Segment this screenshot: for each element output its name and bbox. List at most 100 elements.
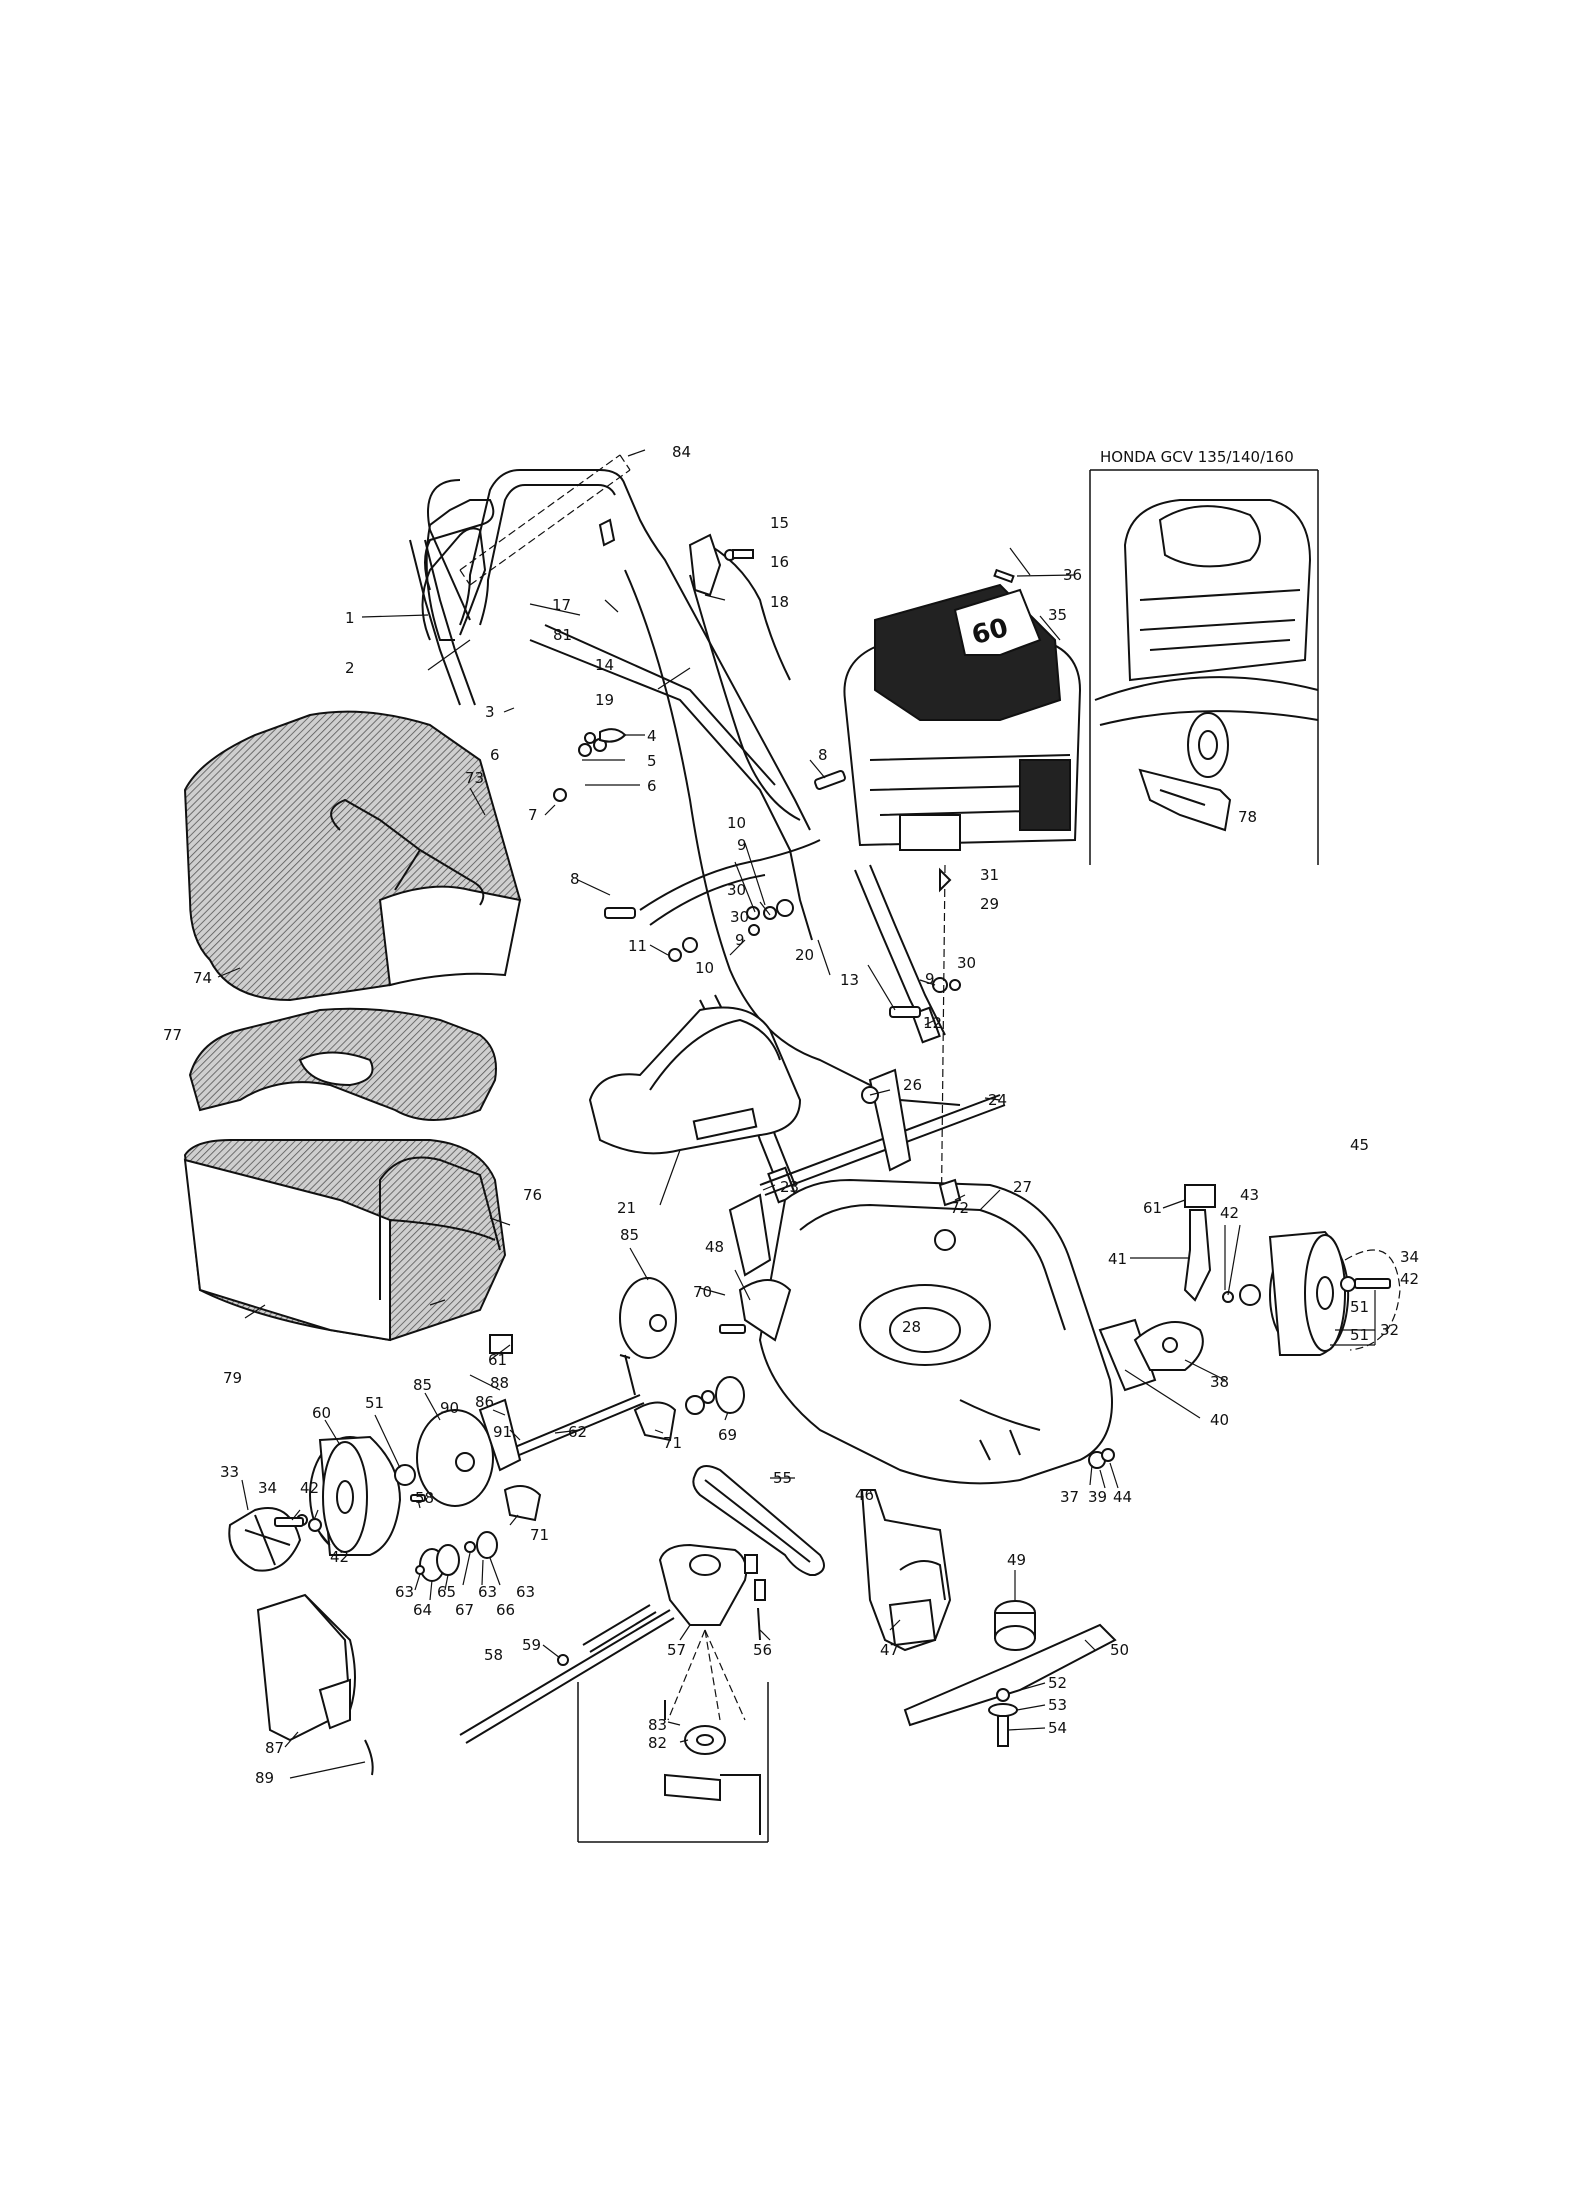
callout-20: 20 bbox=[795, 946, 814, 964]
callout-10b: 10 bbox=[695, 959, 714, 977]
mulching-insert bbox=[860, 1489, 952, 1652]
callout-labels: 1 2 3 4 5 6 6 7 8 8 9 9 9 10 10 11 12 13… bbox=[163, 443, 1419, 1787]
bearing-51-left bbox=[394, 1464, 416, 1486]
plate-40 bbox=[1098, 1318, 1157, 1392]
mower-deck bbox=[588, 1006, 1113, 1485]
callout-58a: 58 bbox=[415, 1489, 434, 1507]
callout-58b: 58 bbox=[484, 1646, 503, 1664]
callout-15: 15 bbox=[770, 514, 789, 532]
height-lever bbox=[1183, 1209, 1212, 1302]
callout-21: 21 bbox=[617, 1199, 636, 1217]
callout-23: 23 bbox=[780, 1178, 799, 1196]
callout-34a: 34 bbox=[258, 1479, 277, 1497]
callout-36: 36 bbox=[1063, 566, 1082, 584]
blade-assembly bbox=[903, 1600, 1117, 1747]
part-71-left bbox=[503, 1485, 542, 1522]
callout-59: 59 bbox=[522, 1636, 541, 1654]
callout-1: 1 bbox=[345, 609, 355, 627]
drive-gear-85-right bbox=[619, 1277, 677, 1359]
callout-51c: 51 bbox=[1350, 1326, 1369, 1344]
callout-85b: 85 bbox=[620, 1226, 639, 1244]
rear-shield bbox=[256, 1489, 952, 1776]
washer-53 bbox=[988, 1703, 1018, 1717]
callout-70: 70 bbox=[693, 1283, 712, 1301]
callout-64: 64 bbox=[413, 1601, 432, 1619]
callout-87: 87 bbox=[265, 1739, 284, 1757]
callout-54: 54 bbox=[1048, 1719, 1067, 1737]
callout-6b: 6 bbox=[647, 777, 657, 795]
callout-69: 69 bbox=[718, 1426, 737, 1444]
bearing-51 bbox=[1239, 1284, 1261, 1306]
bracket-48 bbox=[728, 1193, 772, 1277]
callout-86: 86 bbox=[475, 1393, 494, 1411]
callout-7: 7 bbox=[528, 806, 538, 824]
engine-side bbox=[1019, 759, 1071, 831]
callout-61b: 61 bbox=[1143, 1199, 1162, 1217]
callout-52: 52 bbox=[1048, 1674, 1067, 1692]
callout-24: 24 bbox=[988, 1091, 1007, 1109]
drive-gear-85 bbox=[416, 1409, 494, 1507]
callout-47: 47 bbox=[880, 1641, 899, 1659]
part-61-right bbox=[1184, 1184, 1216, 1208]
callout-43: 43 bbox=[1240, 1186, 1259, 1204]
callout-55: 55 bbox=[773, 1469, 792, 1487]
wing-knob bbox=[599, 728, 627, 743]
inset-title: HONDA GCV 135/140/160 bbox=[1100, 448, 1294, 466]
screw-36 bbox=[993, 568, 1015, 584]
plate-38 bbox=[1133, 1321, 1204, 1371]
callout-49: 49 bbox=[1007, 1551, 1026, 1569]
callout-18: 18 bbox=[770, 593, 789, 611]
callout-27: 27 bbox=[1013, 1178, 1032, 1196]
callout-29: 29 bbox=[980, 895, 999, 913]
callout-71a: 71 bbox=[663, 1434, 682, 1452]
callout-60: 60 bbox=[312, 1404, 331, 1422]
left-wheel-assembly bbox=[228, 1277, 745, 1582]
right-wheel-assembly bbox=[1088, 1184, 1401, 1469]
drive-shaft bbox=[459, 1609, 671, 1736]
callout-31: 31 bbox=[980, 866, 999, 884]
callout-34b: 34 bbox=[1400, 1248, 1419, 1266]
callout-4: 4 bbox=[647, 727, 657, 745]
bag-frame-wire bbox=[330, 798, 485, 906]
callout-42c: 42 bbox=[1220, 1204, 1239, 1222]
callout-30b: 30 bbox=[730, 908, 749, 926]
callout-48: 48 bbox=[705, 1238, 724, 1256]
callout-5: 5 bbox=[647, 752, 657, 770]
bag-side-panel bbox=[183, 1158, 391, 1342]
callout-37: 37 bbox=[1060, 1488, 1079, 1506]
callout-11: 11 bbox=[628, 937, 647, 955]
callout-65: 65 bbox=[437, 1583, 456, 1601]
callout-10a: 10 bbox=[727, 814, 746, 832]
part-71-right bbox=[633, 1401, 677, 1442]
callout-19: 19 bbox=[595, 691, 614, 709]
bag-opening bbox=[378, 885, 522, 987]
callout-35: 35 bbox=[1048, 606, 1067, 624]
callout-63c: 63 bbox=[516, 1583, 535, 1601]
callout-33: 33 bbox=[220, 1463, 239, 1481]
callout-30a: 30 bbox=[727, 881, 746, 899]
callout-62: 62 bbox=[568, 1423, 587, 1441]
callout-88: 88 bbox=[490, 1374, 509, 1392]
callout-82: 82 bbox=[648, 1734, 667, 1752]
engine: 60 bbox=[843, 568, 1082, 1341]
callout-3: 3 bbox=[485, 703, 495, 721]
bracket-26 bbox=[868, 1068, 912, 1172]
bail-lever bbox=[424, 499, 495, 641]
leader-lines bbox=[217, 449, 1241, 1779]
callout-67: 67 bbox=[455, 1601, 474, 1619]
callout-56: 56 bbox=[753, 1641, 772, 1659]
callout-46: 46 bbox=[855, 1486, 874, 1504]
grass-catcher-bag bbox=[183, 710, 522, 1342]
callout-28: 28 bbox=[902, 1318, 921, 1336]
gear-69 bbox=[715, 1376, 745, 1414]
callout-42b: 42 bbox=[330, 1548, 349, 1566]
callout-42d: 42 bbox=[1400, 1270, 1419, 1288]
callout-77: 77 bbox=[163, 1026, 182, 1044]
callout-45: 45 bbox=[1350, 1136, 1369, 1154]
bracket-86 bbox=[478, 1398, 522, 1472]
callout-84: 84 bbox=[672, 443, 691, 461]
drive-cable bbox=[689, 574, 801, 821]
drive-belt bbox=[692, 1465, 825, 1576]
callout-63b: 63 bbox=[478, 1583, 497, 1601]
axle-62 bbox=[507, 1394, 641, 1451]
